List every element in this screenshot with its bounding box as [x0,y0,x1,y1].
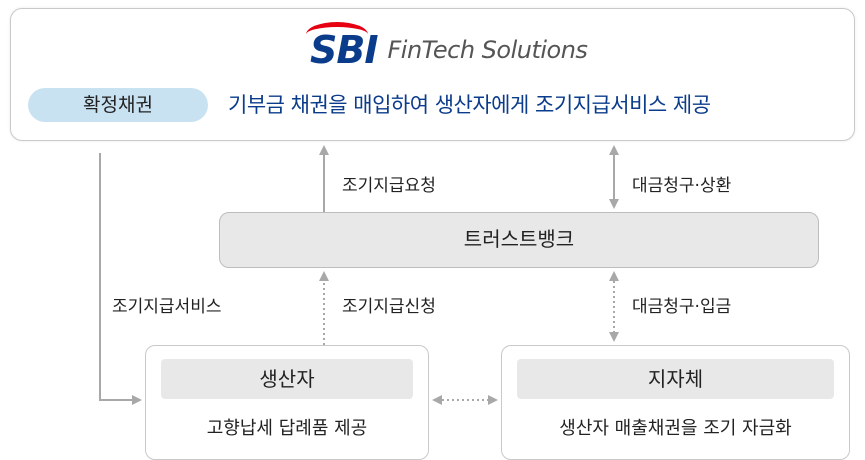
logo-text: FinTech Solutions [387,36,588,64]
producer-title: 생산자 [161,359,413,399]
label-billing-deposit: 대금청구·입금 [632,297,732,317]
sbi-fintech-logo: SBI FinTech Solutions [306,22,588,75]
producer-box: 생산자 고향납세 답례품 제공 [145,345,429,460]
trust-bank-box: 트러스트뱅크 [219,212,819,268]
local-gov-title: 지자체 [517,359,834,399]
producer-subtitle: 고향납세 답례품 제공 [206,418,368,439]
label-early-payment-application: 조기지급신청 [342,297,436,317]
confirmed-claim-badge: 확정채권 [28,88,208,122]
sbi-logo-mark: SBI [306,22,378,69]
label-early-payment-request: 조기지급요청 [342,176,436,196]
local-gov-subtitle: 생산자 매출채권을 조기 자금화 [559,418,792,439]
local-gov-box: 지자체 생산자 매출채권을 조기 자금화 [501,345,850,460]
headline: 기부금 채권을 매입하여 생산자에게 조기지급서비스 제공 [228,93,711,117]
label-billing-repayment: 대금청구·상환 [632,176,732,196]
label-early-payment-service: 조기지급서비스 [112,297,222,317]
arrow-early-payment-service [99,153,142,405]
